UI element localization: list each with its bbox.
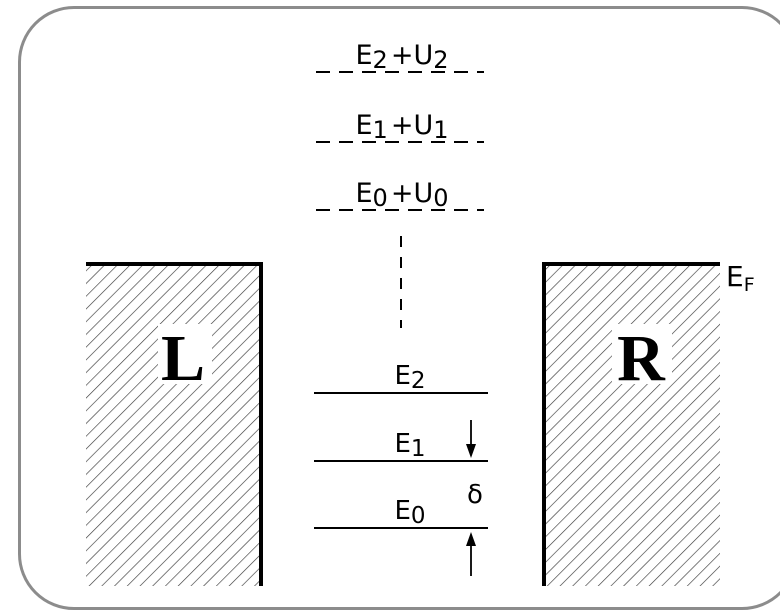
charging-level-1: E1+U1 — [316, 110, 484, 144]
single-particle-level-0: E0 — [314, 496, 488, 529]
spacing-arrow-bottom — [466, 532, 476, 576]
charging-level-label: E2+U2 — [355, 40, 448, 74]
level-label: E2 — [394, 361, 425, 394]
single-particle-level-1: E1 — [314, 429, 488, 462]
left-electrode-label: L — [161, 322, 205, 395]
charging-level-label: E0+U0 — [355, 178, 448, 212]
right-electrode: R — [542, 262, 720, 586]
left-electrode-hatch — [86, 264, 261, 586]
right-label-backdrop — [612, 324, 672, 384]
charging-level-0: E0+U0 — [316, 178, 484, 212]
level-label: E1 — [394, 429, 425, 462]
fermi-level-label: EF — [726, 260, 755, 296]
right-electrode-hatch — [544, 264, 720, 586]
left-label-backdrop — [158, 324, 212, 384]
spacing-arrow-top — [466, 420, 476, 458]
charging-level-2: E2+U2 — [316, 40, 484, 74]
single-particle-level-2: E2 — [314, 361, 488, 394]
level-spacing-label: δ — [467, 480, 483, 510]
charging-level-label: E1+U1 — [355, 110, 448, 144]
right-electrode-label: R — [617, 322, 666, 395]
left-electrode: L — [86, 262, 263, 586]
level-label: E0 — [394, 496, 425, 529]
